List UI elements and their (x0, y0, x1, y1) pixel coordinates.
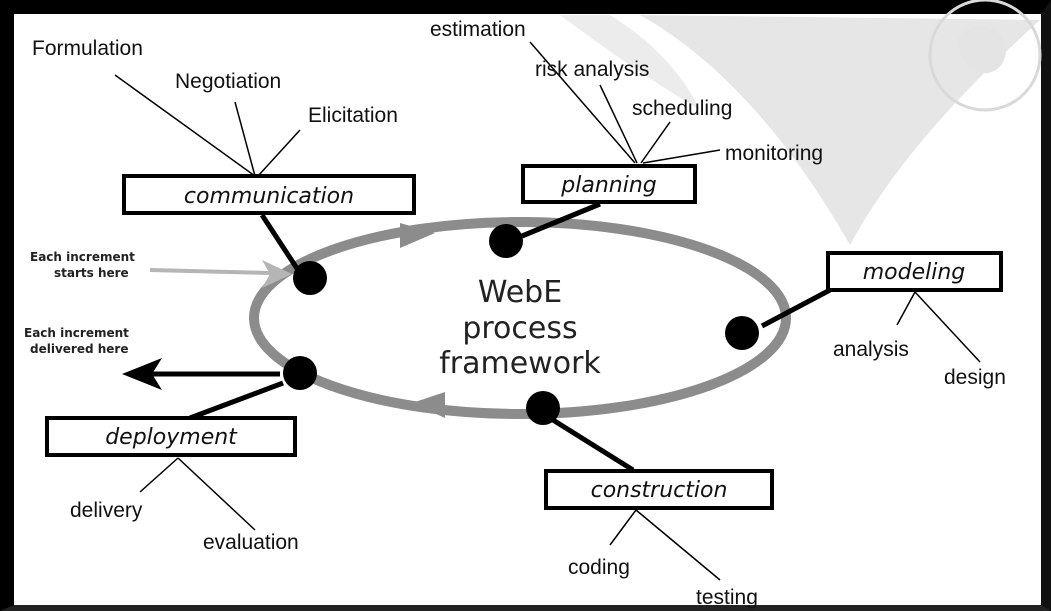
task-negotiation: Negotiation (175, 70, 281, 93)
delivered-note-line-1: Each increment (24, 326, 129, 340)
task-line (177, 457, 256, 531)
activity-box (122, 174, 416, 215)
task-formulation: Formulation (32, 37, 143, 60)
task-analysis: analysis (833, 338, 909, 361)
task-line (640, 121, 671, 164)
cycle-ring (249, 217, 791, 419)
task-scheduling: scheduling (632, 97, 732, 120)
activity-node (725, 316, 759, 350)
connector-line (551, 417, 635, 473)
activity-node (293, 261, 327, 295)
start-note-line-1: Each increment (30, 250, 135, 264)
activity-box (826, 251, 1003, 292)
cycle-arrow-top (400, 223, 435, 248)
activity-node (489, 224, 523, 258)
task-line (599, 84, 638, 164)
activity-box (45, 416, 297, 457)
task-line (896, 291, 916, 326)
activity-label: modeling (863, 260, 966, 285)
task-line (635, 509, 721, 581)
center-line-1: WebE (478, 275, 562, 310)
activity-label: construction (591, 478, 728, 503)
activity-modeling: modeling analysis design (725, 251, 1006, 389)
task-line (529, 41, 636, 164)
task-line (642, 149, 721, 164)
task-line (139, 457, 179, 493)
task-design: design (944, 366, 1006, 389)
activity-communication: Formulation Negotiation Elicitation comm… (32, 37, 416, 295)
activity-deployment: deployment delivery evaluation (45, 356, 317, 554)
increment-start-note: Each increment starts here (30, 250, 292, 288)
task-line (257, 129, 301, 177)
delivered-note-line-2: delivered here (30, 342, 128, 356)
task-line (609, 509, 637, 546)
process-cycle (249, 217, 791, 419)
start-note-line-2: starts here (54, 266, 129, 280)
task-line (234, 101, 256, 177)
task-evaluation: evaluation (203, 531, 299, 554)
activity-node (526, 391, 560, 425)
task-line (114, 74, 256, 177)
connector-line (259, 213, 301, 272)
activity-label: deployment (105, 425, 238, 450)
task-testing: testing (696, 586, 758, 609)
task-monitoring: monitoring (725, 142, 823, 165)
activity-construction: construction coding testing (526, 391, 774, 609)
activity-box (521, 164, 697, 204)
connector-line (521, 201, 601, 239)
start-arrow-shaft (149, 268, 271, 275)
task-elicitation: Elicitation (308, 104, 398, 127)
start-arrow-icon (262, 260, 292, 288)
increment-delivered-note: Each increment delivered here (24, 326, 280, 390)
center-line-3: framework (439, 346, 601, 381)
task-delivery: delivery (70, 499, 143, 522)
task-estimation: estimation (430, 18, 526, 41)
center-line-2: process (462, 311, 577, 346)
cycle-arrow-bottom (412, 392, 445, 418)
activity-label: communication (184, 184, 354, 209)
connector-line (760, 287, 832, 329)
connector-line (189, 380, 284, 421)
activity-box (544, 469, 774, 510)
center-label: WebE process framework (439, 275, 601, 381)
activity-planning: estimation risk analysis scheduling moni… (430, 18, 823, 258)
activity-node (283, 356, 317, 390)
task-risk-analysis: risk analysis (535, 58, 649, 81)
task-coding: coding (568, 556, 630, 579)
activity-label: planning (560, 173, 657, 198)
task-line (914, 291, 981, 363)
delivered-arrow-icon (122, 358, 162, 390)
